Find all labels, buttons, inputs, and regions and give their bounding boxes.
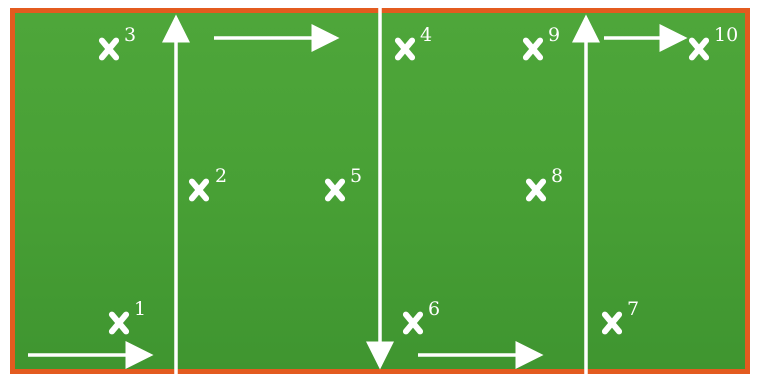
x-marker-4 [392, 36, 418, 62]
marker-label-6: 6 [428, 300, 440, 319]
marker-label-3: 3 [124, 26, 136, 45]
x-marker-2 [186, 177, 212, 203]
marker-label-9: 9 [548, 26, 560, 45]
x-marker-8 [523, 177, 549, 203]
marker-label-1: 1 [134, 300, 146, 319]
x-marker-1 [106, 310, 132, 336]
x-marker-10 [686, 36, 712, 62]
marker-label-2: 2 [215, 167, 227, 186]
marker-label-10: 10 [714, 26, 738, 45]
marker-label-7: 7 [627, 300, 639, 319]
x-marker-3 [96, 36, 122, 62]
marker-label-8: 8 [551, 167, 563, 186]
x-marker-6 [400, 310, 426, 336]
x-marker-7 [599, 310, 625, 336]
x-marker-5 [322, 177, 348, 203]
x-marker-9 [520, 36, 546, 62]
marker-label-4: 4 [420, 26, 432, 45]
marker-label-5: 5 [350, 167, 362, 186]
